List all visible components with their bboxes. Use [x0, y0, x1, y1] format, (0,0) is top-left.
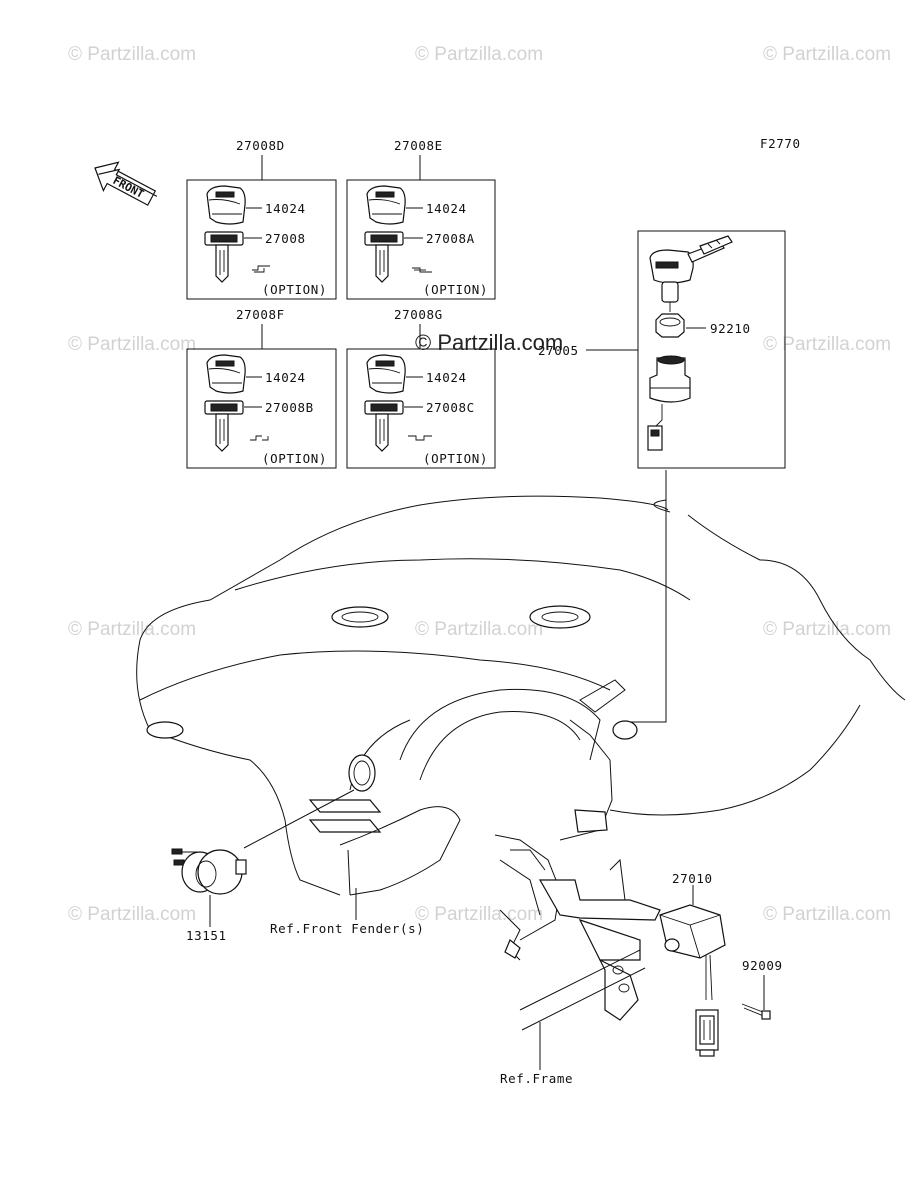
- key-part-number: 27008: [265, 231, 306, 246]
- switch-body-icon: [181, 849, 247, 895]
- watermark: © Partzilla.com: [415, 619, 543, 640]
- watermark: © Partzilla.com: [68, 44, 196, 65]
- relay-27010: 27010 92009: [659, 871, 783, 1057]
- switch-part-number: 13151: [186, 928, 227, 943]
- watermark-main: © Partzilla.com: [415, 330, 563, 355]
- relay-body-icon: [659, 904, 726, 1057]
- relay-part-number: 27010: [672, 871, 713, 886]
- key-set-number: 27008F: [236, 307, 285, 322]
- watermark: © Partzilla.com: [68, 334, 196, 355]
- option-label: (OPTION): [262, 282, 327, 297]
- cap-part-number: 14024: [265, 370, 306, 385]
- ref-frame-label: Ref.Frame: [500, 1071, 573, 1086]
- cap-part-number: 14024: [265, 201, 306, 216]
- ignition-assembly: 27005 92210: [538, 230, 786, 469]
- ignition-switch-body-icon: [647, 355, 691, 451]
- option-label: (OPTION): [423, 282, 488, 297]
- key-icon: [364, 231, 404, 283]
- ignition-nut-number: 92210: [710, 321, 751, 336]
- bolt-part-number: 92009: [742, 958, 783, 973]
- ignition-nut-icon: [655, 313, 685, 338]
- watermark: © Partzilla.com: [763, 904, 891, 925]
- key-cap-icon: [366, 354, 406, 394]
- key-part-number: 27008B: [265, 400, 314, 415]
- key-icon: [204, 400, 244, 452]
- key-set-number: 27008E: [394, 138, 443, 153]
- watermark: © Partzilla.com: [763, 334, 891, 355]
- watermark: © Partzilla.com: [763, 619, 891, 640]
- cap-part-number: 14024: [426, 201, 467, 216]
- key-part-number: 27008A: [426, 231, 475, 246]
- watermark: © Partzilla.com: [415, 44, 543, 65]
- key-set-27008d: 27008D 14024 27008 (OPTION): [186, 138, 337, 300]
- figure-code: F2770: [760, 136, 801, 151]
- key-cap-icon: [206, 185, 246, 225]
- watermark: © Partzilla.com: [68, 904, 196, 925]
- ignition-key-icon: [649, 235, 733, 312]
- front-direction-arrow: FRONT: [94, 161, 158, 206]
- switch-13151: 13151: [171, 789, 355, 943]
- option-label: (OPTION): [423, 451, 488, 466]
- key-icon: [204, 231, 244, 283]
- bolt-icon: [741, 1003, 771, 1020]
- watermark: © Partzilla.com: [763, 44, 891, 65]
- watermark-layer: © Partzilla.com © Partzilla.com © Partzi…: [68, 44, 891, 925]
- key-set-number: 27008D: [236, 138, 285, 153]
- cap-part-number: 14024: [426, 370, 467, 385]
- key-part-number: 27008C: [426, 400, 475, 415]
- key-set-27008f: 27008F 14024 27008B (OPTION): [186, 307, 337, 469]
- option-label: (OPTION): [262, 451, 327, 466]
- frame-bracket: [494, 834, 661, 1031]
- front-cowl-outline: [136, 495, 906, 896]
- key-set-27008e: 27008E 14024 27008A (OPTION): [346, 138, 496, 300]
- ignition-assembly-number: 27005: [538, 343, 579, 358]
- key-cap-icon: [366, 185, 406, 225]
- key-set-number: 27008G: [394, 307, 443, 322]
- key-set-27008g: 27008G 14024 27008C (OPTION): [346, 307, 496, 469]
- watermark: © Partzilla.com: [415, 904, 543, 925]
- key-icon: [364, 400, 404, 452]
- key-cap-icon: [206, 354, 246, 394]
- watermark: © Partzilla.com: [68, 619, 196, 640]
- ref-front-fender-label: Ref.Front Fender(s): [270, 921, 424, 936]
